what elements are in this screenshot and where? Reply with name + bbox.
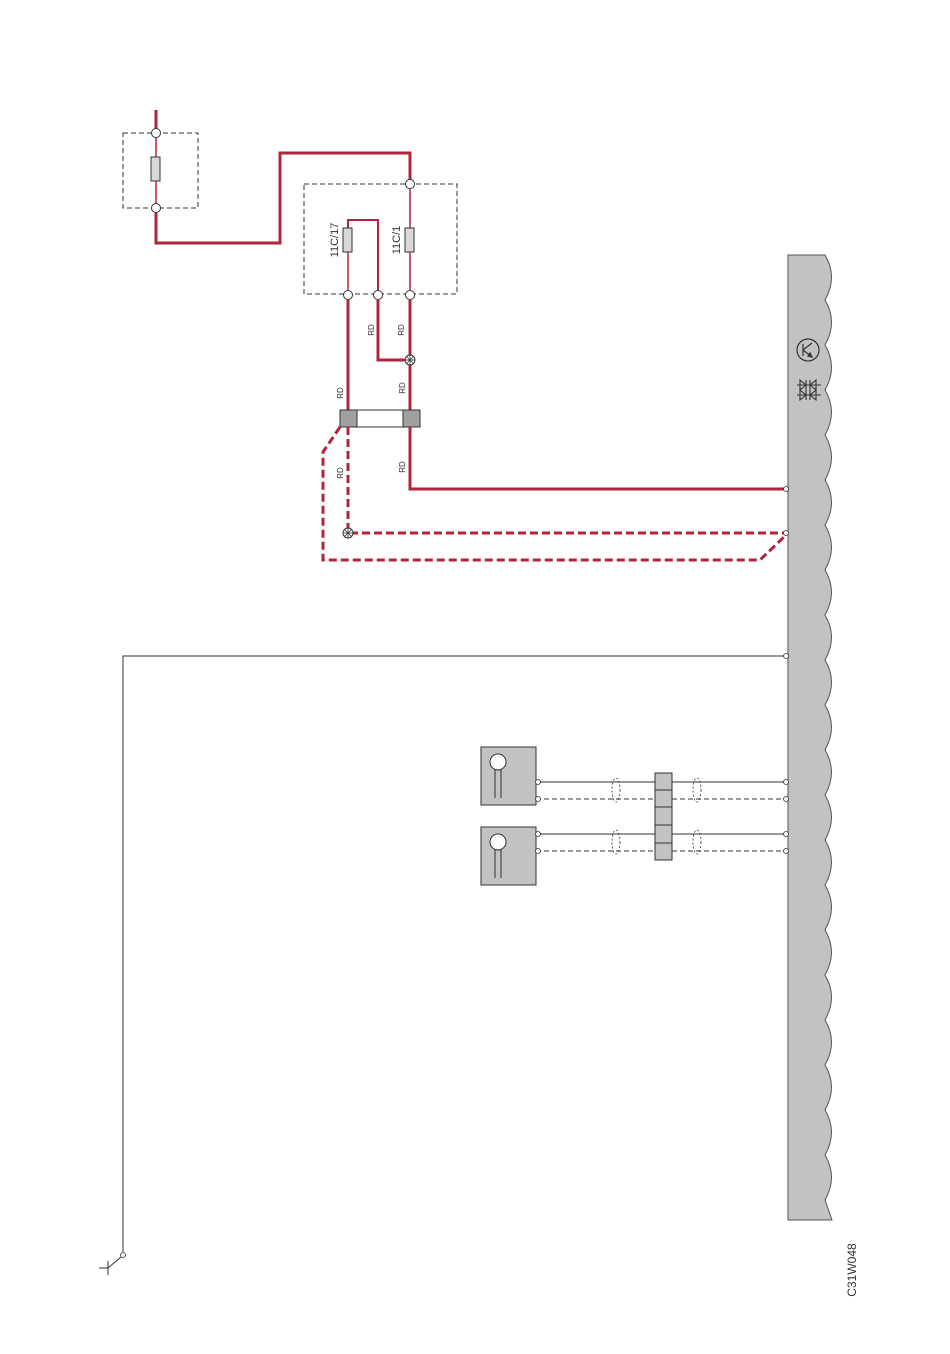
wire-color-label: RD [398,461,407,473]
sensor-1 [481,747,536,805]
terminal [374,291,383,300]
ground-symbol-icon [99,1257,121,1275]
terminal [406,291,415,300]
module-pin [784,780,789,785]
fuse-11c-1 [405,228,414,252]
terminal [536,849,541,854]
terminal [406,180,415,189]
figure-code: C31W048 [845,1243,859,1297]
module-pin [784,832,789,837]
terminal [536,832,541,837]
splice-icon [405,355,415,365]
fuse-box-11c [304,184,457,294]
wire-color-label: RD [367,324,376,336]
wire-color-label: RD [398,382,407,394]
sensor-2 [481,827,536,885]
sensor-connector [655,773,672,860]
terminal [536,780,541,785]
optional-wire [323,427,785,560]
module-pin [784,797,789,802]
fuse-main [151,157,160,181]
terminal [121,1253,126,1258]
terminal [344,291,353,300]
ground-wire [123,656,785,1252]
terminal [152,204,161,213]
module-pin [784,531,789,536]
splice-icon [343,528,353,538]
fuse-label-11c-17: 11C/17 [329,223,341,258]
connector [340,410,420,427]
fuse-label-11c-1: 11C/1 [391,226,403,255]
module-pin [784,849,789,854]
fuse-11c-17 [343,228,352,252]
wire-color-label: RD [336,387,345,399]
terminal [536,797,541,802]
terminal [152,129,161,138]
power-wire [156,153,410,243]
optional-wire [348,427,785,533]
wire-color-label: RD [397,324,406,336]
module-pin [784,654,789,659]
module-pin [784,487,789,492]
wire-color-label: RD [336,467,345,479]
power-wire [410,427,785,489]
